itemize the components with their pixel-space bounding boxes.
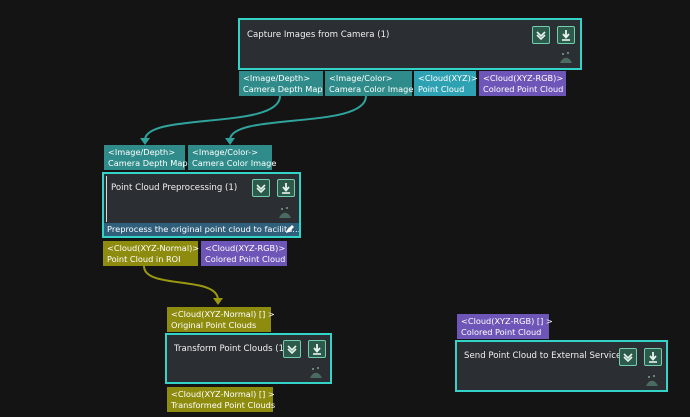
transform-node[interactable]: Transform Point Clouds (1) — [165, 333, 332, 384]
transform-node-title: Transform Point Clouds (1) — [174, 344, 288, 354]
port-name: Camera Color Image — [192, 158, 277, 168]
port-type: <Cloud(XYZ-Normal)> — [107, 243, 200, 253]
output-port-camera-depth-map[interactable]: <Image/Depth> Camera Depth Map — [239, 71, 323, 96]
port-type: <Cloud(XYZ-RGB)> — [205, 243, 286, 253]
wire-color-image[interactable] — [225, 95, 367, 145]
port-type: <Cloud(XYZ-RGB)> — [483, 73, 564, 83]
output-port-camera-color-image[interactable]: <Image/Color> Camera Color Image — [325, 71, 414, 96]
chevron-down-icon — [536, 31, 546, 41]
port-name: Point Cloud — [418, 84, 465, 94]
send-node-title: Send Point Cloud to External Service (1) — [464, 351, 637, 361]
output-port-colored-point-cloud[interactable]: <Cloud(XYZ-RGB)> Colored Point Cloud — [201, 241, 287, 266]
port-name: Colored Point Cloud — [205, 254, 286, 264]
download-arrow-icon — [562, 30, 570, 41]
preprocess-node-title: Point Cloud Preprocessing (1) — [111, 183, 238, 193]
port-type: <Image/Color> — [329, 73, 393, 83]
output-port-point-cloud[interactable]: <Cloud(XYZ)> Point Cloud — [414, 71, 478, 96]
send-node[interactable]: Send Point Cloud to External Service (1) — [455, 340, 668, 392]
node-left-accent — [106, 176, 107, 222]
chevron-down-icon — [623, 353, 633, 363]
description-text: Preprocess the original point cloud to f… — [107, 224, 299, 234]
download-button[interactable] — [557, 26, 575, 44]
output-port-point-cloud-in-roi[interactable]: <Cloud(XYZ-Normal)> Point Cloud in ROI — [103, 241, 200, 266]
output-port-colored-point-cloud[interactable]: <Cloud(XYZ-RGB)> Colored Point Cloud — [479, 71, 566, 96]
capture-node-title: Capture Images from Camera (1) — [247, 30, 390, 40]
download-arrow-icon — [649, 352, 657, 363]
signal-icon — [279, 207, 291, 218]
port-type: <Image/Color-> — [192, 147, 258, 157]
download-arrow-icon — [282, 183, 290, 194]
port-type: <Cloud(XYZ-Normal) [] > — [171, 309, 275, 319]
output-port-transformed-point-clouds[interactable]: <Cloud(XYZ-Normal) [] > Transformed Poin… — [167, 387, 276, 412]
wire-point-cloud-roi[interactable] — [143, 265, 223, 305]
preprocess-node[interactable]: Point Cloud Preprocessing (1) Preprocess… — [102, 172, 301, 238]
input-port-original-point-clouds[interactable]: <Cloud(XYZ-Normal) [] > Original Point C… — [167, 307, 275, 332]
port-name: Original Point Clouds — [171, 320, 257, 330]
capture-node[interactable]: Capture Images from Camera (1) — [238, 18, 582, 70]
port-name: Transformed Point Clouds — [171, 400, 276, 410]
collapse-button[interactable] — [619, 348, 637, 366]
port-name: Colored Point Cloud — [483, 84, 564, 94]
input-port-camera-depth-map[interactable]: <Image/Depth> Camera Depth Map — [104, 145, 188, 170]
port-name: Camera Depth Map — [108, 158, 188, 168]
input-port-camera-color-image[interactable]: <Image/Color-> Camera Color Image — [188, 145, 277, 170]
port-name: Camera Depth Map — [243, 84, 323, 94]
collapse-button[interactable] — [532, 26, 550, 44]
port-name: Colored Point Cloud — [461, 327, 542, 337]
port-type: <Image/Depth> — [243, 73, 311, 83]
collapse-button[interactable] — [283, 340, 301, 358]
port-type: <Cloud(XYZ)> — [418, 73, 478, 83]
wire-depth-map[interactable] — [140, 95, 281, 145]
download-button[interactable] — [644, 348, 662, 366]
download-arrow-icon — [313, 344, 321, 355]
pencil-icon[interactable] — [284, 224, 295, 235]
node-description: Preprocess the original point cloud to f… — [104, 223, 299, 236]
collapse-button[interactable] — [252, 179, 270, 197]
download-button[interactable] — [277, 179, 295, 197]
chevron-down-icon — [287, 345, 297, 355]
input-port-colored-point-cloud[interactable]: <Cloud(XYZ-RGB) [] > Colored Point Cloud — [457, 314, 553, 339]
chevron-down-icon — [256, 184, 266, 194]
signal-icon — [646, 375, 658, 386]
port-type: <Image/Depth> — [108, 147, 176, 157]
port-name: Camera Color Image — [329, 84, 414, 94]
port-type: <Cloud(XYZ-Normal) [] > — [171, 389, 275, 399]
port-type: <Cloud(XYZ-RGB) [] > — [461, 316, 553, 326]
signal-icon — [560, 52, 572, 63]
download-button[interactable] — [308, 340, 326, 358]
signal-icon — [310, 367, 322, 378]
port-name: Point Cloud in ROI — [107, 254, 181, 264]
